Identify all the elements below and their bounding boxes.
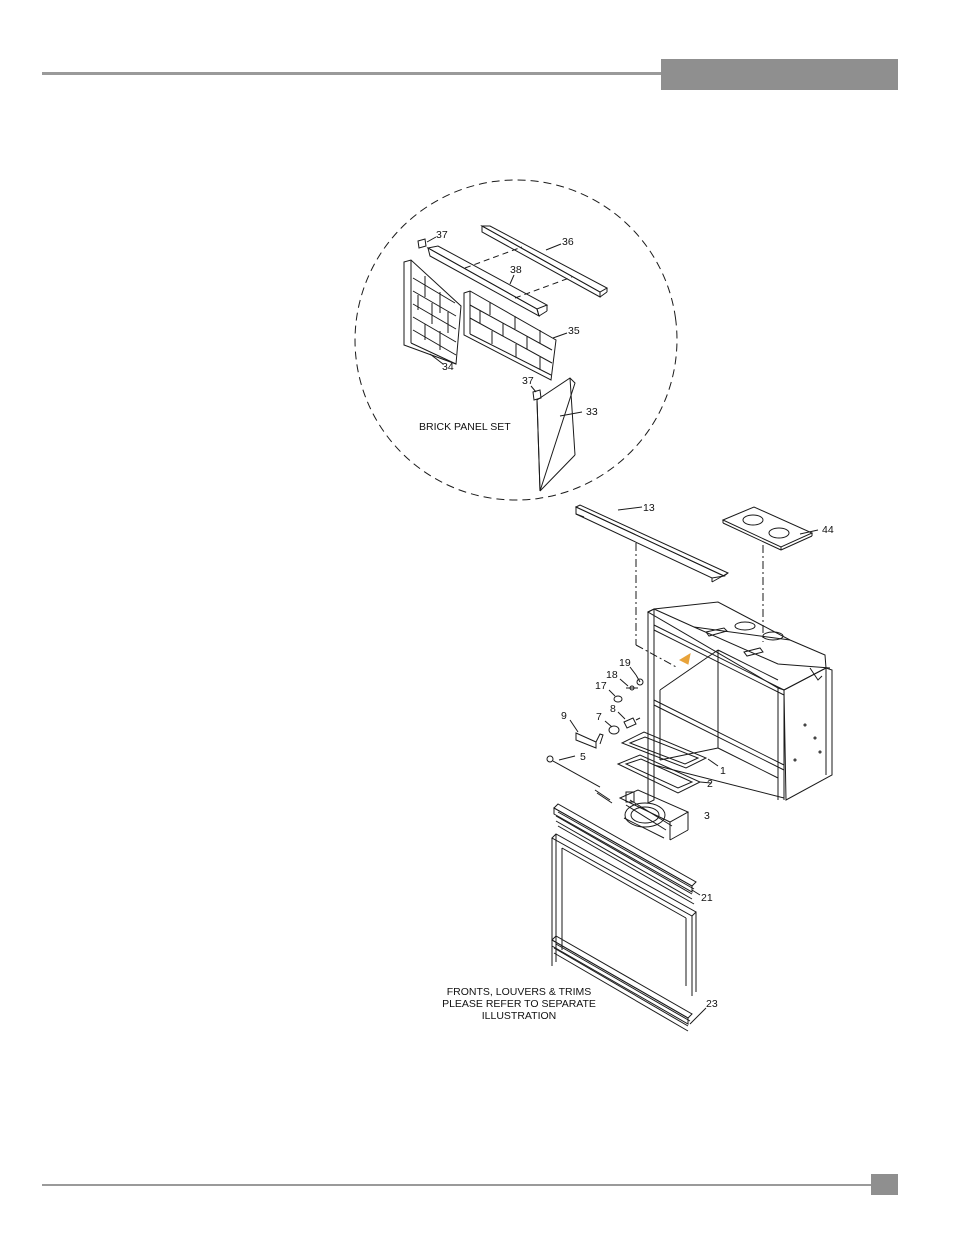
- label-part-44: 44: [822, 524, 834, 536]
- part-13-top-deflector: [576, 505, 728, 582]
- label-part-21: 21: [701, 892, 713, 904]
- part-38-bracket: [428, 246, 547, 316]
- part-1-firebox: [648, 602, 832, 803]
- part-7-component: [609, 726, 619, 734]
- part-5-wire: [547, 756, 612, 803]
- caption-fronts-line2: PLEASE REFER TO SEPARATE: [442, 998, 596, 1010]
- caption-fronts-line1: FRONTS, LOUVERS & TRIMS: [447, 986, 592, 998]
- label-part-13: 13: [643, 502, 655, 514]
- caption-fronts-line3: ILLUSTRATION: [482, 1010, 556, 1022]
- label-part-38: 38: [510, 264, 522, 276]
- label-part-19: 19: [619, 657, 631, 669]
- part-23-lower-louver: [552, 936, 692, 1031]
- label-part-2: 2: [707, 778, 713, 790]
- label-part-17: 17: [595, 680, 607, 692]
- orange-arrow-marker: [680, 654, 690, 664]
- part-34-side-brick-panel: [404, 260, 461, 364]
- caption-brick-panel-set: BRICK PANEL SET: [419, 421, 511, 433]
- label-part-7: 7: [596, 711, 602, 723]
- brick-panel-set-outline: [334, 159, 697, 521]
- label-part-18: 18: [606, 669, 618, 681]
- label-part-35: 35: [568, 325, 580, 337]
- part-9-bracket: [576, 733, 603, 748]
- label-part-37b: 37: [522, 375, 534, 387]
- label-part-9: 9: [561, 710, 567, 722]
- part-37-clip-top: [418, 239, 426, 248]
- label-part-36: 36: [562, 236, 574, 248]
- label-part-8: 8: [610, 703, 616, 715]
- part-3-blower: [620, 790, 688, 840]
- label-part-37a: 37: [436, 229, 448, 241]
- label-part-3: 3: [704, 810, 710, 822]
- part-8-component: [624, 718, 640, 728]
- label-part-5: 5: [580, 751, 586, 763]
- part-36-top-panel: [482, 226, 607, 297]
- part-33-side-panel: [537, 378, 575, 491]
- label-part-34: 34: [442, 361, 454, 373]
- part-18-component: [626, 686, 638, 690]
- part-35-rear-brick-panel: [464, 291, 556, 380]
- part-44-vent-plate: [723, 507, 812, 550]
- label-part-33: 33: [586, 406, 598, 418]
- label-part-23: 23: [706, 998, 718, 1010]
- part-19-component: [636, 675, 643, 685]
- front-frame: [552, 834, 696, 996]
- part-1-cover-plate: [622, 732, 706, 768]
- label-part-1: 1: [720, 765, 726, 777]
- part-17-component: [614, 696, 622, 702]
